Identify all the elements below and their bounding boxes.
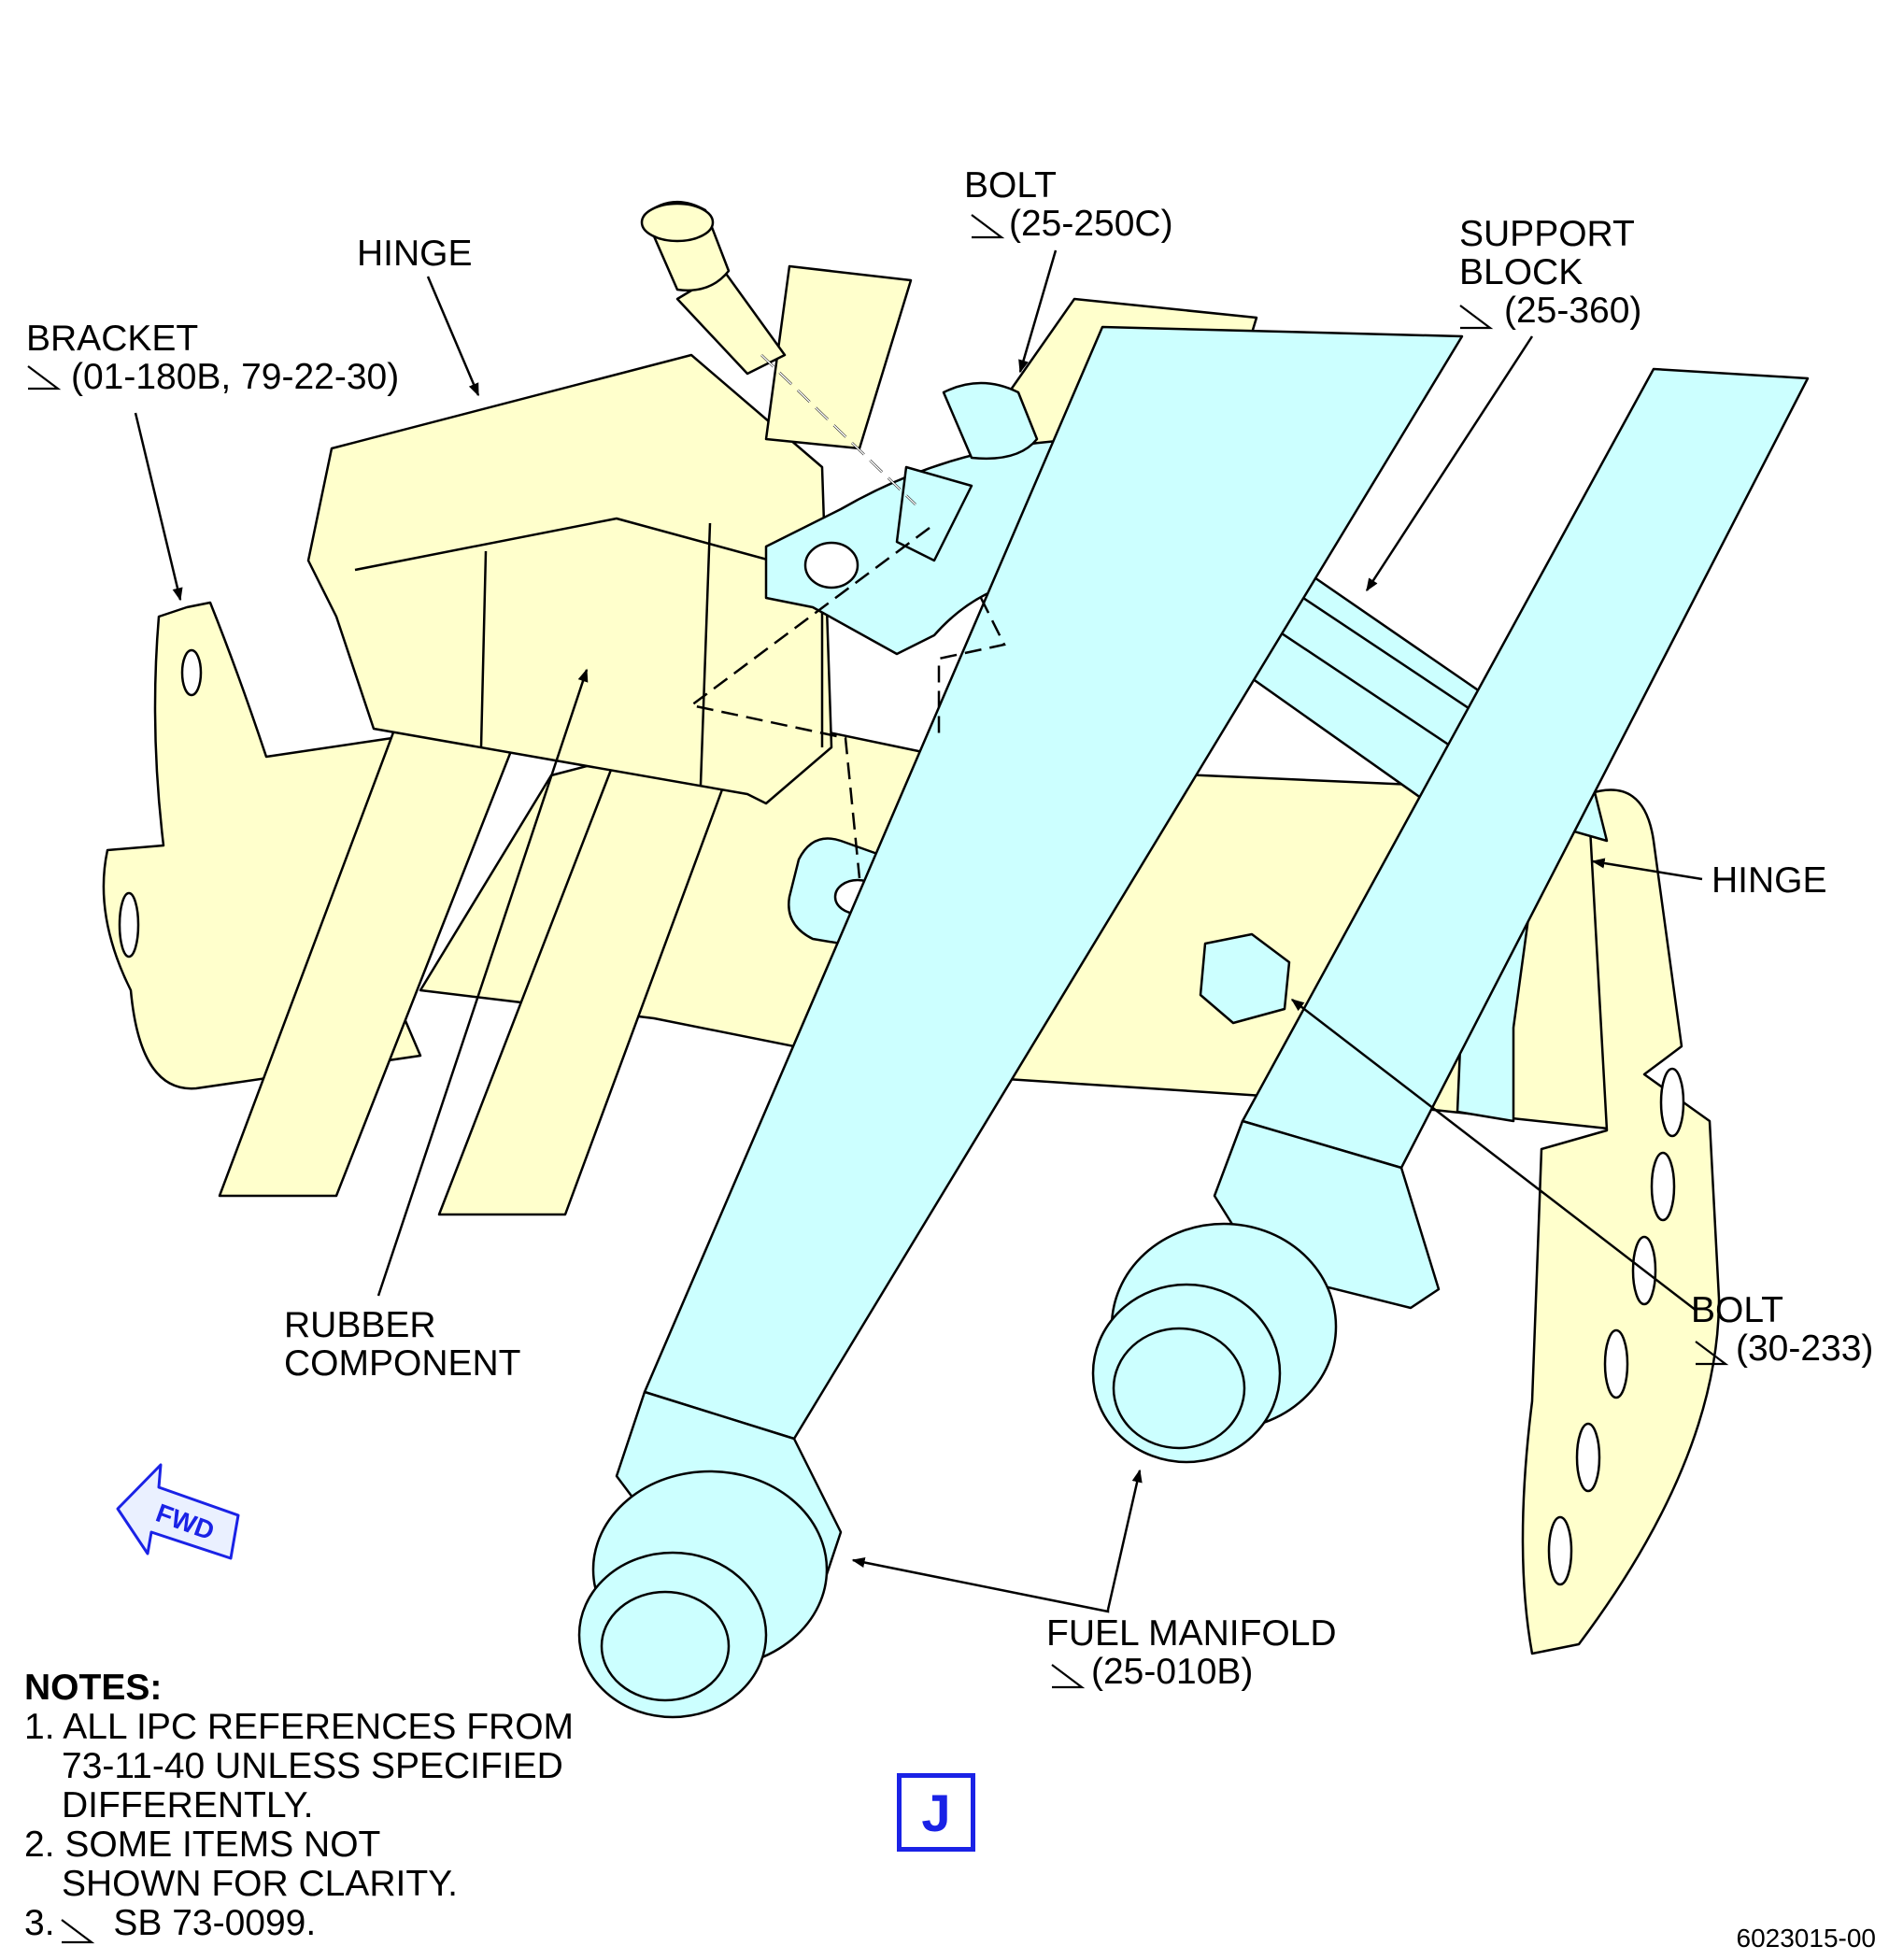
note-1: 1. ALL IPC REFERENCES FROM 73-11-40 UNLE… bbox=[24, 1708, 574, 1825]
bolt-top2-shank bbox=[895, 465, 973, 562]
bolt-right-name: BOLT bbox=[1691, 1290, 1783, 1330]
bolt-right-ref: (30-233) bbox=[1736, 1328, 1874, 1369]
fwd-arrow: FWD bbox=[116, 1463, 240, 1560]
bracket-name: BRACKET bbox=[26, 319, 199, 359]
leader-bracket bbox=[134, 412, 183, 602]
bolt-top-name: BOLT bbox=[964, 165, 1057, 206]
callout-hinge-top: HINGE bbox=[357, 234, 473, 273]
bolt-top2-head bbox=[942, 381, 1039, 460]
notes-block: NOTES: 1. ALL IPC REFERENCES FROM 73-11-… bbox=[24, 1669, 574, 1943]
fuel-manifold-name: FUEL MANIFOLD bbox=[1046, 1613, 1337, 1654]
bolt-right-head bbox=[1199, 932, 1291, 1025]
sb-delta-bolt-top bbox=[971, 214, 1005, 239]
yellow-post bbox=[764, 264, 913, 450]
hinge-housing bbox=[306, 353, 833, 805]
leader-rubber bbox=[376, 668, 589, 1297]
bracket-right bbox=[1521, 788, 1721, 1655]
note-3-line2: SB 73-0099. bbox=[113, 1903, 317, 1943]
bolt-top-ref: (25-250C) bbox=[1009, 204, 1173, 244]
support-block-line2: BLOCK bbox=[1459, 252, 1584, 292]
leader-fuel-manifold-a bbox=[851, 1556, 1110, 1613]
note-1-line1: 1. ALL IPC REFERENCES FROM bbox=[24, 1707, 575, 1747]
callout-hinge-right: HINGE bbox=[1711, 861, 1827, 900]
sb-delta-fuel bbox=[1051, 1664, 1086, 1689]
hinge-right-name: HINGE bbox=[1711, 860, 1827, 901]
leader-hinge-right bbox=[1591, 858, 1703, 881]
leader-support-block bbox=[1365, 335, 1534, 592]
sb-delta-bolt-right bbox=[1695, 1341, 1729, 1366]
note-1-line2: 73-11-40 UNLESS SPECIFIED bbox=[62, 1746, 563, 1786]
rubber-line2: COMPONENT bbox=[284, 1343, 521, 1384]
leader-bolt-right bbox=[1290, 999, 1697, 1312]
view-label-box: J bbox=[897, 1773, 975, 1852]
sb-delta-note3 bbox=[61, 1919, 95, 1944]
leader-bolt-top bbox=[1018, 249, 1058, 374]
note-3-line1: 3. bbox=[24, 1903, 55, 1943]
sb-delta-support bbox=[1459, 305, 1494, 330]
callout-bolt-right: BOLT (30-233) bbox=[1691, 1291, 1873, 1368]
drawing-number: 6023015-00 bbox=[1736, 1924, 1876, 1953]
hinge-top-name: HINGE bbox=[357, 234, 473, 274]
callout-bolt-top: BOLT (25-250C) bbox=[964, 166, 1173, 243]
bracket-ref: (01-180B, 79-22-30) bbox=[71, 357, 400, 397]
callout-rubber-component: RUBBER COMPONENT bbox=[284, 1306, 521, 1383]
note-2-line2: SHOWN FOR CLARITY. bbox=[62, 1864, 458, 1904]
note-2: 2. SOME ITEMS NOT SHOWN FOR CLARITY. bbox=[24, 1825, 574, 1904]
callout-fuel-manifold: FUEL MANIFOLD (25-010B) bbox=[1046, 1614, 1337, 1691]
callout-support-block: SUPPORT BLOCK (25-360) bbox=[1459, 215, 1641, 330]
sb-delta-bracket bbox=[27, 365, 62, 391]
note-1-line3: DIFFERENTLY. bbox=[62, 1785, 314, 1825]
notes-title: NOTES: bbox=[24, 1668, 163, 1708]
leader-fuel-manifold-b bbox=[1106, 1469, 1143, 1611]
leader-hinge-top bbox=[426, 276, 480, 397]
rubber-line1: RUBBER bbox=[284, 1305, 436, 1345]
note-3: 3. SB 73-0099. bbox=[24, 1904, 574, 1943]
callout-bracket: BRACKET (01-180B, 79-22-30) bbox=[26, 320, 399, 396]
support-block-ref: (25-360) bbox=[1504, 291, 1642, 331]
fuel-manifold-ref: (25-010B) bbox=[1091, 1652, 1254, 1692]
support-block-line1: SUPPORT bbox=[1459, 214, 1635, 254]
note-2-line1: 2. SOME ITEMS NOT bbox=[24, 1825, 381, 1865]
